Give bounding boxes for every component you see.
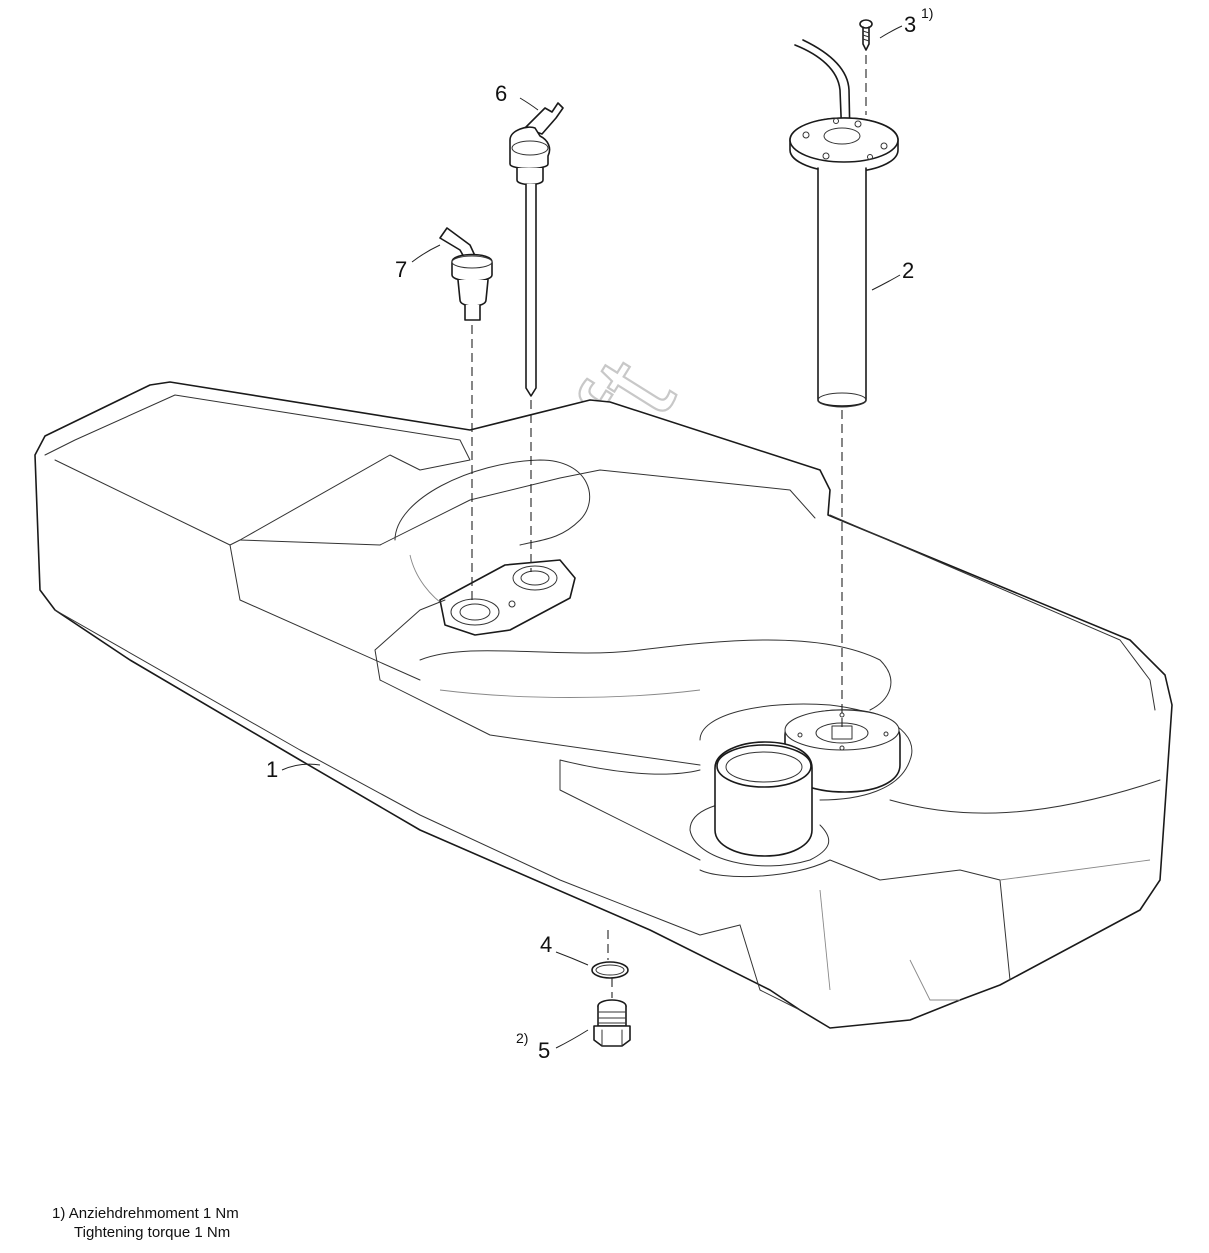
vent-valve-long [509,102,564,397]
level-sender [789,39,899,408]
leader-lines [281,25,903,1049]
part-label-6: 6 [495,81,507,106]
o-ring [591,961,629,979]
vent-valve-short [439,227,493,321]
part-label-1: 1 [266,757,278,782]
part-label-2: 2 [902,258,914,283]
part-label-3-note: 1) [921,5,933,21]
part-label-5: 5 [538,1038,550,1063]
part-label-5-note: 2) [516,1030,528,1046]
part-label-7: 7 [395,257,407,282]
drain-plug [593,999,631,1047]
footnote-1-de: 1) Anziehdrehmoment 1 Nm [52,1204,239,1223]
footnote-text-en: Tightening torque 1 Nm [74,1224,231,1241]
assembly-lines [471,55,867,998]
part-label-3: 3 [904,12,916,37]
footnote-marker: 1) [52,1205,66,1222]
fuel-tank [34,381,1173,1029]
screw [859,19,873,51]
footnote-text-de: Anziehdrehmoment 1 Nm [68,1205,239,1222]
part-labels: 1 2 3 1) 4 5 2) 6 7 [266,5,933,1063]
part-label-4: 4 [540,932,552,957]
footnotes: 1) Anziehdrehmoment 1 Nm Tightening torq… [52,1204,239,1242]
